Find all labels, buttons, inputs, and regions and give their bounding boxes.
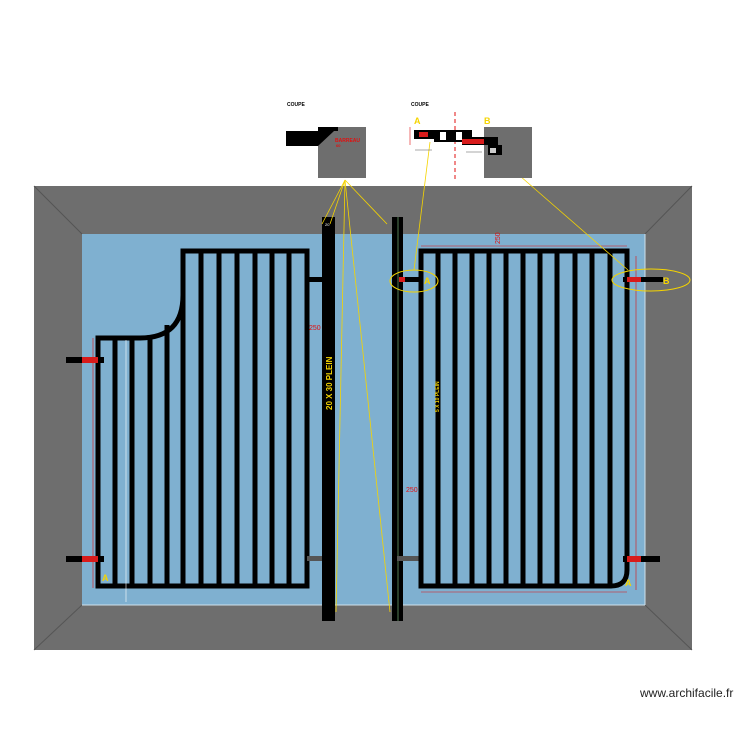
latch-left-bottom (307, 556, 327, 561)
latch-left-top (307, 277, 325, 282)
right-gate-bars (435, 251, 613, 586)
latch-center-right (397, 556, 419, 561)
callout-letter-a: A (424, 276, 431, 286)
post-top-label: 20 (325, 222, 330, 227)
section-right-marker-b: B (484, 116, 491, 126)
wall-bevel-tl (33, 185, 83, 235)
wall-bevel-bl (33, 604, 83, 651)
section-left-red-label-2: 60 (336, 143, 341, 148)
gate-label: 5 X 10 PLEIN (435, 381, 441, 412)
wall-bevel-br (644, 604, 693, 651)
section-left-title: COUPE (287, 102, 305, 108)
section-right-profile (409, 127, 502, 155)
left-gate-frame (95, 248, 310, 589)
latch-right-top-red (399, 277, 405, 282)
leader-lines (321, 141, 629, 613)
left-gate: 250 A (66, 248, 327, 602)
hinge-left-top-red (82, 357, 98, 363)
center-post-left (322, 217, 335, 621)
section-right-marker-a: A (414, 116, 421, 126)
right-gate: 250 250 5 X 10 PLEIN A (399, 232, 663, 593)
latch-right-top (399, 277, 421, 282)
hinge-right-top-red (627, 277, 641, 282)
marker-a-bottom-right: A (625, 578, 632, 588)
left-height-dim: 250 (309, 325, 321, 332)
hinge-right-bottom-red (627, 556, 641, 562)
left-gate-bars (112, 251, 292, 586)
section-left-profile (286, 131, 334, 146)
hinge-right-bottom (623, 556, 660, 562)
marker-a-bottom-left: A (102, 573, 109, 583)
center-post-right (392, 217, 403, 621)
hinge-left-bottom-red (82, 556, 98, 562)
hinge-right-top (623, 277, 663, 282)
section-left-red-label: BARREAU (335, 138, 360, 144)
section-right-title: COUPE (411, 102, 429, 108)
right-width-dim: 250 (495, 232, 502, 244)
callout-ellipse-b (611, 268, 691, 292)
watermark: www.archifacile.fr (639, 686, 733, 700)
right-height-dim: 250 (406, 487, 418, 494)
callout-letter-b: B (663, 276, 670, 286)
wall-bevel-tr (644, 185, 693, 235)
post-label: 20 X 30 PLEIN (325, 356, 334, 410)
section-left-profile-block (318, 127, 338, 131)
opening (82, 234, 645, 605)
